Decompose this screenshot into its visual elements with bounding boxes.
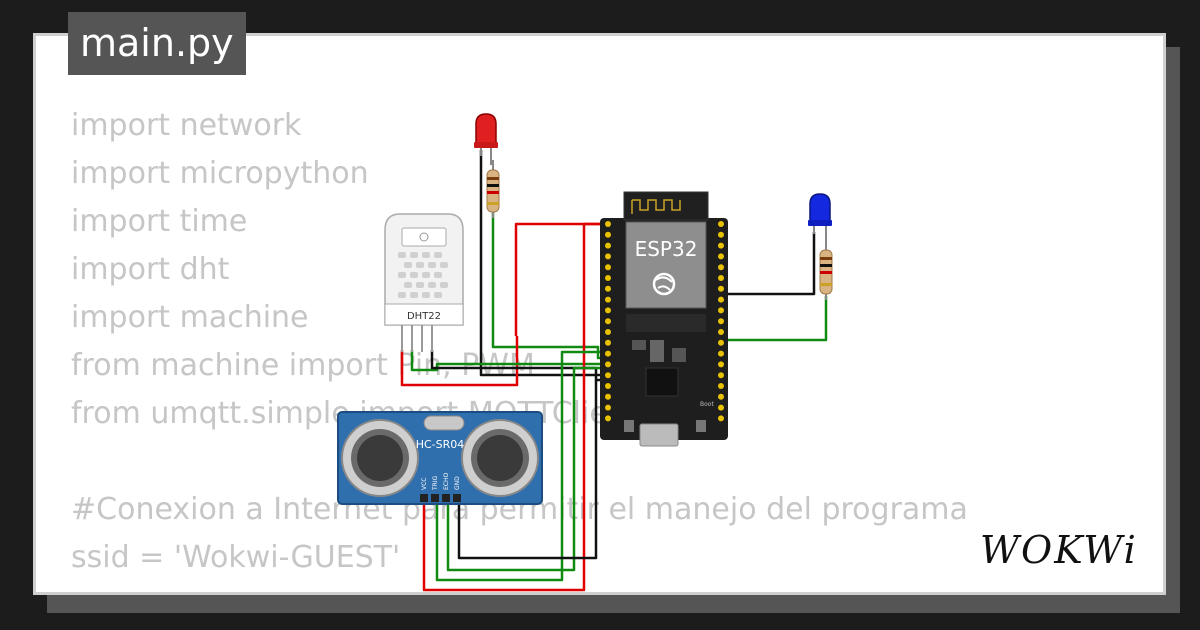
wires (400, 150, 828, 592)
esp32-pin (605, 285, 611, 292)
esp32-pin (605, 393, 611, 400)
esp32-pin (718, 242, 724, 249)
esp32-pin (605, 242, 611, 249)
esp32-pin (605, 275, 611, 281)
esp32-pin (605, 318, 611, 325)
esp32-pin (718, 275, 724, 281)
esp32-pin (605, 307, 611, 314)
wire-black-led-red (479, 150, 608, 377)
dht22-label: DHT22 (407, 311, 441, 322)
wire-green-dht-data (410, 350, 608, 372)
esp32-pin (718, 415, 724, 422)
wokwi-logo-text: WOKWi (980, 528, 1138, 572)
esp32-right-pins (718, 221, 724, 422)
esp32-pin (718, 383, 724, 389)
preview-card: import network import micropython import t… (33, 33, 1166, 595)
code-line: import machine (71, 300, 309, 335)
esp32-pin (605, 383, 611, 389)
code-line: import time (71, 204, 248, 239)
resistor-icon (486, 160, 500, 218)
esp32-pin (605, 264, 611, 271)
esp32-pin (718, 253, 724, 260)
hc-sr04-sensor-icon: HC-SR04 VCC TRIG ECHO GND (337, 411, 543, 505)
esp32-pin (718, 318, 724, 325)
esp32-pin (718, 361, 724, 368)
code-line: from machine import Pin, PWM (71, 348, 535, 383)
resistor-icon (819, 244, 833, 300)
esp32-pin (718, 221, 724, 227)
esp32-label: ESP32 (635, 237, 698, 261)
boot-label: Boot (700, 401, 714, 408)
code-line: import network (71, 108, 302, 143)
esp32-pin (718, 329, 724, 335)
wire-black-led-blue (721, 232, 816, 296)
esp32-pin (718, 350, 724, 357)
esp32-board-icon: ESP32 Boot (600, 191, 728, 447)
esp32-pin (718, 231, 724, 238)
esp32-pin (718, 296, 724, 303)
sonar-pin-vcc: VCC (421, 478, 428, 490)
dht22-sensor-icon: DHT22 (384, 213, 464, 352)
esp32-pin (605, 372, 611, 379)
esp32-pin (605, 339, 611, 346)
wire-black-sonar-gnd (457, 380, 598, 560)
code-line: import dht (71, 252, 230, 287)
esp32-pin (718, 393, 724, 400)
code-line: wifi_password = '' (71, 582, 968, 592)
esp32-pin (718, 372, 724, 379)
code-line: import micropython (71, 156, 369, 191)
esp32-pin (718, 307, 724, 314)
code-line: ssid = 'Wokwi-GUEST' (71, 540, 401, 575)
sonar-pin-trig: TRIG (432, 475, 439, 491)
esp32-pin (605, 231, 611, 238)
wire-green-sonar-echo (446, 366, 608, 572)
esp32-left-pins (605, 221, 611, 422)
esp32-pin (605, 296, 611, 303)
sonar-label: HC-SR04 (416, 438, 465, 451)
esp32-pin (605, 350, 611, 357)
esp32-pin (718, 404, 724, 411)
wire-red-vcc-top (514, 222, 608, 336)
sonar-pin-echo: ECHO (443, 473, 450, 490)
esp32-pin (605, 415, 611, 422)
esp32-pin (605, 361, 611, 368)
red-led-icon (474, 113, 498, 165)
wire-green-led-blue (721, 296, 828, 342)
blue-led-icon (808, 193, 832, 246)
esp32-pin (718, 339, 724, 346)
esp32-pin (605, 253, 611, 260)
wire-red-sonar-vcc (422, 222, 608, 592)
esp32-pin (605, 329, 611, 335)
file-tab[interactable]: main.py (68, 12, 246, 75)
esp32-pin (718, 285, 724, 292)
esp32-pin (718, 264, 724, 271)
wire-green-led-red (491, 212, 608, 360)
wokwi-logo[interactable]: WOKWi (978, 525, 1153, 575)
sonar-pin-gnd: GND (454, 476, 461, 490)
esp32-pin (605, 404, 611, 411)
wire-red-dht-vcc (400, 336, 519, 387)
esp32-pin (605, 221, 611, 227)
wire-green-sonar-trig (435, 350, 608, 582)
